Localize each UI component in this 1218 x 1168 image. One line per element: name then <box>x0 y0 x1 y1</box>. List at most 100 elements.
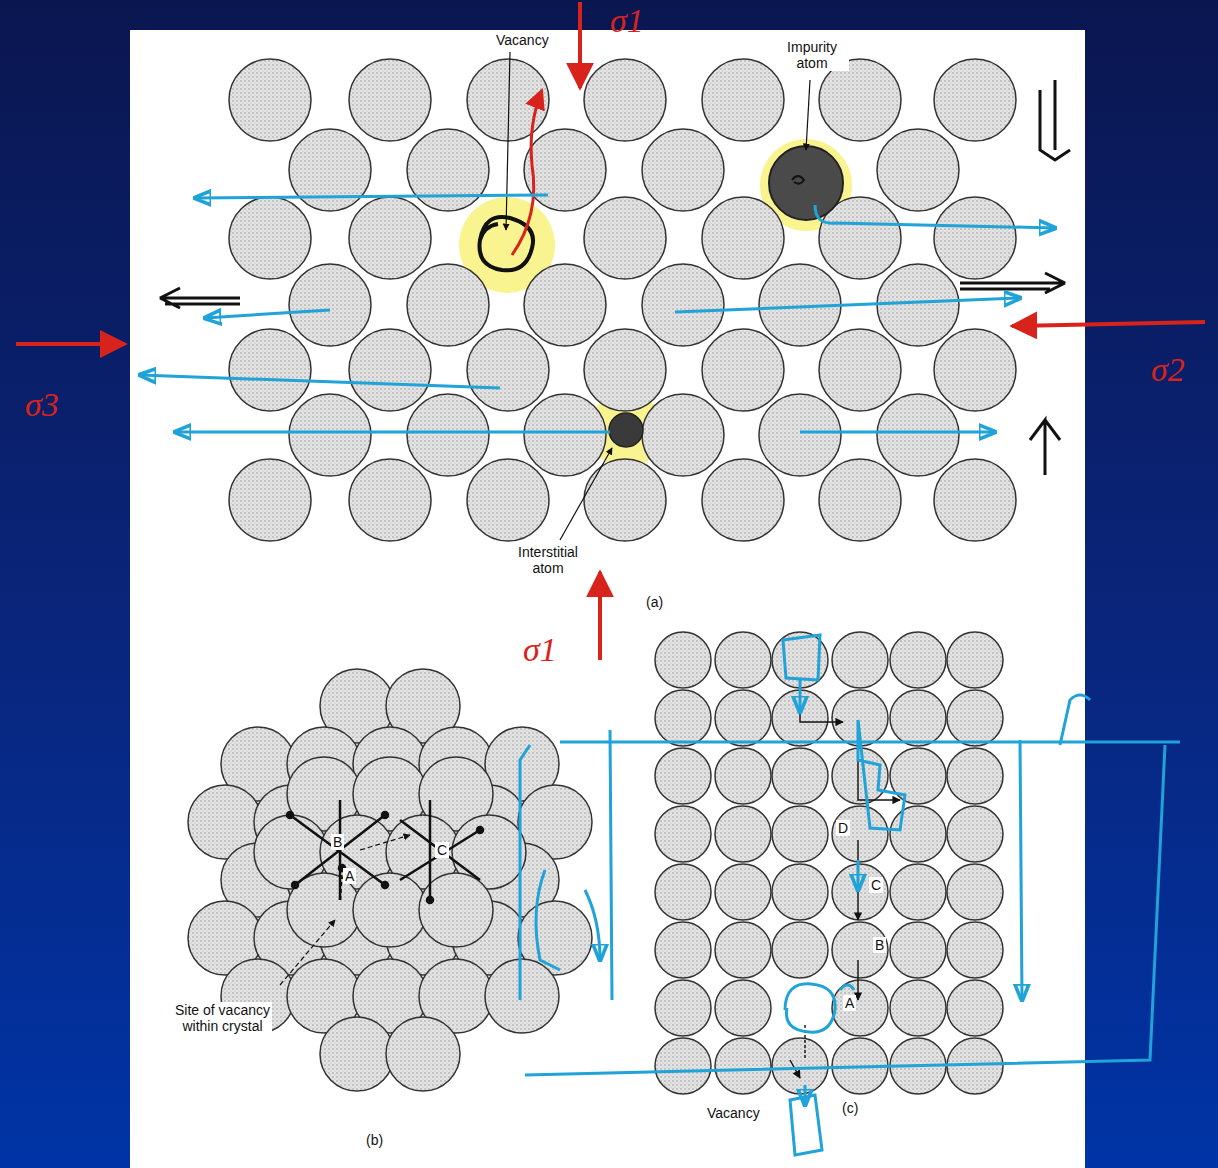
stress-label: σ2 <box>1149 352 1187 388</box>
atom <box>229 329 311 411</box>
atom <box>524 264 606 346</box>
site-letter: B <box>331 834 344 850</box>
atom <box>289 129 371 211</box>
atom <box>877 394 959 476</box>
atom <box>702 197 784 279</box>
atom <box>890 690 946 746</box>
atom <box>584 59 666 141</box>
site-letter: B <box>873 937 886 953</box>
atom <box>584 459 666 541</box>
atom <box>289 264 371 346</box>
atom <box>715 806 771 862</box>
atom <box>642 394 724 476</box>
sphere <box>353 873 427 947</box>
stress-arrows <box>16 2 1205 660</box>
atom <box>947 632 1003 688</box>
site-letter: C <box>869 877 883 893</box>
atom <box>772 922 828 978</box>
panel-label: (b) <box>364 1132 385 1148</box>
atom <box>772 806 828 862</box>
atom <box>934 197 1016 279</box>
site-letter: D <box>836 820 850 836</box>
callout-label: Impurity atom <box>775 39 849 71</box>
atom <box>877 129 959 211</box>
atom <box>934 329 1016 411</box>
panel-label: (a) <box>644 594 665 610</box>
atom <box>832 980 888 1036</box>
stress-label: σ1 <box>608 3 646 39</box>
atom <box>947 748 1003 804</box>
atom <box>715 864 771 920</box>
atom <box>715 980 771 1036</box>
atom <box>655 864 711 920</box>
atom <box>832 864 888 920</box>
atom <box>655 690 711 746</box>
atom <box>229 459 311 541</box>
site-lines <box>280 800 483 985</box>
atom <box>890 980 946 1036</box>
atom <box>947 922 1003 978</box>
atom <box>655 748 711 804</box>
white-panel <box>130 30 1085 1168</box>
atom <box>229 197 311 279</box>
atom <box>349 329 431 411</box>
sphere <box>485 959 559 1033</box>
atom <box>655 806 711 862</box>
atom <box>655 922 711 978</box>
atom <box>819 59 901 141</box>
atom <box>715 632 771 688</box>
atom <box>832 632 888 688</box>
atom <box>702 459 784 541</box>
atom <box>407 129 489 211</box>
atom <box>349 59 431 141</box>
atom <box>772 632 828 688</box>
callout-label: Vacancy <box>494 32 551 48</box>
atom <box>655 632 711 688</box>
atom <box>890 922 946 978</box>
atom <box>934 59 1016 141</box>
sphere <box>386 1017 460 1091</box>
atom <box>772 748 828 804</box>
atom-layer <box>188 59 1016 1094</box>
atom <box>832 922 888 978</box>
atom <box>524 129 606 211</box>
atom <box>289 394 371 476</box>
atom <box>642 264 724 346</box>
panel-label: (c) <box>840 1100 860 1116</box>
sphere <box>320 1017 394 1091</box>
atom <box>715 690 771 746</box>
atom <box>584 197 666 279</box>
atom <box>407 394 489 476</box>
atom <box>407 264 489 346</box>
blue-annotation-lines <box>140 195 1055 432</box>
atom <box>819 329 901 411</box>
atom <box>947 806 1003 862</box>
sphere <box>287 873 361 947</box>
atom <box>890 864 946 920</box>
atom <box>642 129 724 211</box>
direction-arrows <box>160 80 1070 475</box>
leader-lines <box>506 52 810 540</box>
atom <box>890 748 946 804</box>
atom <box>467 459 549 541</box>
site-letter: C <box>435 842 449 858</box>
blue-annotation-lines <box>520 635 1180 1155</box>
atom <box>877 264 959 346</box>
atom <box>947 864 1003 920</box>
atom <box>584 329 666 411</box>
atom <box>715 922 771 978</box>
atom <box>349 459 431 541</box>
atom <box>890 806 946 862</box>
atom <box>655 1038 711 1094</box>
callout-label: Site of vacancy within crystal <box>173 1002 272 1034</box>
atom <box>702 329 784 411</box>
atom <box>702 59 784 141</box>
atom <box>759 394 841 476</box>
atom <box>349 197 431 279</box>
site-letter: A <box>843 995 856 1011</box>
stress-label: σ1 <box>521 632 559 668</box>
atom <box>934 459 1016 541</box>
stress-label: σ3 <box>23 387 61 423</box>
